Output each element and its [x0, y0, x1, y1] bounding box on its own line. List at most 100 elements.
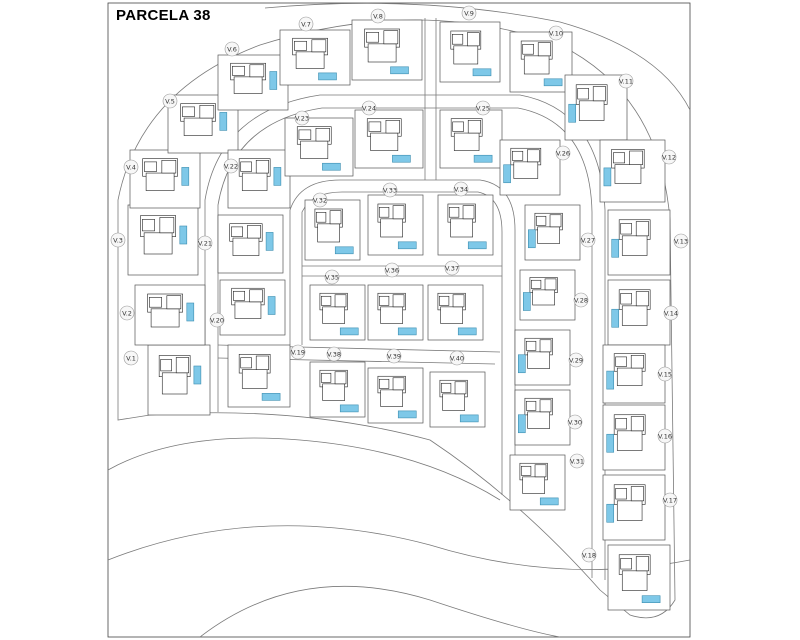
- villa-label[interactable]: V.37: [444, 260, 460, 276]
- villa-lot: [514, 389, 571, 446]
- villa-label-marker: [312, 192, 328, 208]
- villa-label[interactable]: V.40: [449, 350, 465, 366]
- villa-label[interactable]: V.7: [298, 16, 314, 32]
- villa-label[interactable]: V.21: [197, 235, 213, 251]
- house-footprint: [519, 462, 548, 494]
- house-footprint: [450, 30, 482, 65]
- villa-label[interactable]: V.29: [568, 352, 584, 368]
- pool: [473, 154, 493, 163]
- villa-label[interactable]: V.27: [580, 232, 596, 248]
- pool: [603, 167, 612, 187]
- villa-label-marker: [661, 149, 677, 165]
- villa-label-text: V.32: [313, 196, 327, 204]
- villa-label[interactable]: V.24: [361, 100, 377, 116]
- villa-label-text: V.35: [325, 273, 339, 281]
- house-footprint: [364, 28, 400, 63]
- villa-label[interactable]: V.1: [123, 350, 139, 366]
- villa-label-marker: [223, 158, 239, 174]
- house-footprint: [147, 293, 183, 328]
- villa-label[interactable]: V.10: [548, 25, 564, 41]
- pool: [472, 68, 492, 77]
- villa-lot: [147, 344, 211, 416]
- villa-label[interactable]: V.3: [110, 232, 126, 248]
- villa-label[interactable]: V.33: [382, 182, 398, 198]
- villa-label[interactable]: V.38: [326, 346, 342, 362]
- villa-label[interactable]: V.28: [573, 292, 589, 308]
- pool: [517, 414, 526, 434]
- pool: [503, 164, 511, 184]
- house-footprint: [230, 62, 266, 94]
- villa-label-marker: [444, 260, 460, 276]
- villa-label-text: V.21: [198, 239, 212, 247]
- villa-label[interactable]: V.11: [618, 73, 634, 89]
- house-footprint: [510, 147, 542, 179]
- villa-label-text: V.7: [301, 20, 311, 28]
- villa-label[interactable]: V.13: [673, 233, 689, 249]
- villa-label[interactable]: V.22: [223, 158, 239, 174]
- pool: [611, 308, 620, 328]
- villa-label[interactable]: V.34: [453, 181, 469, 197]
- villa-label-marker: [449, 350, 465, 366]
- villa-label-text: V.23: [295, 114, 309, 122]
- villa-label[interactable]: V.16: [657, 428, 673, 444]
- villa-label[interactable]: V.6: [224, 41, 240, 57]
- villa-label[interactable]: V.8: [370, 8, 386, 24]
- villa-label[interactable]: V.12: [661, 149, 677, 165]
- villa-label[interactable]: V.9: [461, 5, 477, 21]
- pool: [267, 296, 276, 315]
- villa-label-text: V.6: [227, 45, 237, 53]
- villa-lot: [354, 109, 424, 169]
- villa-label[interactable]: V.31: [569, 453, 585, 469]
- villa-label-marker: [548, 25, 564, 41]
- villa-lot: [599, 139, 666, 203]
- villa-label[interactable]: V.26: [555, 145, 571, 161]
- villa-lot: [427, 284, 484, 341]
- villa-label-text: V.5: [165, 97, 175, 105]
- villa-label[interactable]: V.4: [123, 159, 139, 175]
- villa-lot: [607, 544, 671, 611]
- villa-label-marker: [209, 312, 225, 328]
- villa-label[interactable]: V.19: [290, 344, 306, 360]
- villa-label-text: V.18: [582, 551, 596, 559]
- villa-label-text: V.25: [476, 104, 490, 112]
- villa-lot: [227, 149, 291, 209]
- villa-label[interactable]: V.25: [475, 100, 491, 116]
- villa-label-marker: [370, 8, 386, 24]
- villa-label[interactable]: V.20: [209, 312, 225, 328]
- villa-label-text: V.10: [549, 29, 563, 37]
- villa-label[interactable]: V.23: [294, 110, 310, 126]
- pool: [457, 327, 477, 336]
- villa-label[interactable]: V.17: [662, 492, 678, 508]
- villa-label[interactable]: V.15: [657, 366, 673, 382]
- inner-road-outer-edge: [204, 94, 606, 580]
- villa-label[interactable]: V.32: [312, 192, 328, 208]
- terrain-curve-top: [264, 2, 691, 111]
- villa-label-marker: [162, 93, 178, 109]
- villa-label[interactable]: V.35: [324, 269, 340, 285]
- villa-label-marker: [384, 262, 400, 278]
- villa-lot: [367, 367, 424, 424]
- villa-lot: [217, 54, 289, 111]
- villa-label-marker: [662, 492, 678, 508]
- terrain-curve-bottom-2: [199, 586, 561, 638]
- villa-label[interactable]: V.5: [162, 93, 178, 109]
- villa-lot: [607, 209, 671, 276]
- villa-label-text: V.2: [122, 309, 132, 317]
- house-footprint: [140, 215, 176, 255]
- villa-label[interactable]: V.36: [384, 262, 400, 278]
- villa-label-text: V.26: [556, 149, 570, 157]
- pool: [269, 71, 278, 90]
- villa-label[interactable]: V.2: [119, 305, 135, 321]
- pool: [261, 393, 281, 401]
- villa-label[interactable]: V.18: [581, 547, 597, 563]
- villa-label-text: V.14: [664, 309, 678, 317]
- villa-label-text: V.38: [327, 350, 341, 358]
- villa-label[interactable]: V.39: [386, 348, 402, 364]
- villa-label[interactable]: V.30: [567, 414, 583, 430]
- house-footprint: [520, 40, 553, 75]
- villa-label[interactable]: V.14: [663, 305, 679, 321]
- pool: [334, 246, 354, 255]
- house-footprint: [314, 208, 343, 243]
- villa-label-text: V.20: [210, 316, 224, 324]
- house-footprint: [618, 289, 651, 326]
